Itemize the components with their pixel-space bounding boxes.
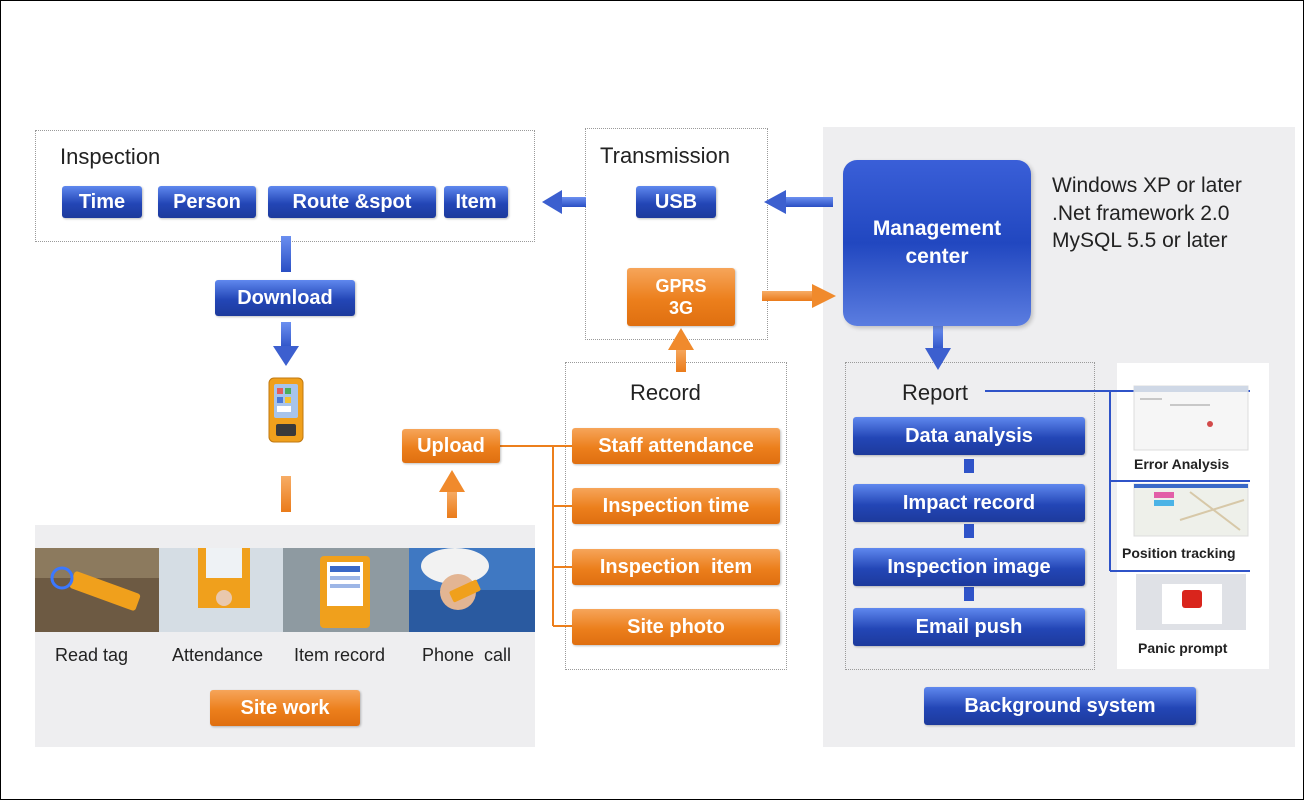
tag-person: Person [158, 186, 256, 218]
arrow-sitework-to-upload [439, 470, 465, 518]
caption-read-tag: Read tag [55, 645, 129, 665]
thumb-panic-prompt [1136, 574, 1246, 630]
arrow-transmission-to-inspection [542, 190, 586, 214]
gprs-3g-label: GPRS 3G [627, 268, 735, 326]
download-label: Download [215, 280, 355, 316]
photo-attendance [159, 548, 283, 632]
usb-label: USB [636, 186, 716, 218]
thumb-position-tracking [1133, 483, 1249, 537]
site-work-label: Site work [210, 690, 360, 726]
management-center: Management center [843, 160, 1031, 326]
record-staff-attendance: Staff attendance [572, 428, 780, 464]
background-system-label: Background system [924, 687, 1196, 725]
inspection-title: Inspection [60, 144, 161, 169]
3g-text: 3G [668, 298, 693, 318]
management-line1: Management [872, 217, 1002, 240]
caption-phone-call: Phone call [422, 645, 512, 665]
record-title: Record [630, 380, 701, 405]
upload-bracket [500, 445, 572, 627]
thumb-label-position-tracking: Position tracking [1122, 545, 1236, 561]
management-line2: center [905, 245, 969, 268]
site-work-photos [35, 548, 535, 632]
record-site-photo: Site photo [572, 609, 780, 645]
requirement-mysql: MySQL 5.5 or later [1052, 229, 1228, 252]
arrow-download-to-device [273, 322, 299, 366]
photo-item-record [283, 548, 409, 632]
caption-attendance: Attendance [172, 645, 264, 665]
record-inspection-item: Inspection item [572, 549, 780, 585]
report-inspection-image: Inspection image [853, 548, 1085, 586]
transmission-title: Transmission [600, 143, 730, 168]
report-email-push: Email push [853, 608, 1085, 646]
upload-label: Upload [402, 429, 500, 463]
gprs-text: GPRS [655, 276, 707, 296]
tag-item: Item [444, 186, 508, 218]
arrow-management-to-usb [764, 190, 833, 214]
report-impact-record: Impact record [853, 484, 1085, 522]
arrow-gprs-to-management [762, 284, 836, 308]
arrow-management-to-report [925, 326, 951, 370]
tag-route-spot: Route &spot [268, 186, 436, 218]
photo-phone-call [409, 548, 535, 632]
arrow-record-to-gprs [668, 328, 694, 372]
caption-item-record: Item record [294, 645, 386, 665]
bar-inspection-download [281, 236, 291, 272]
requirement-windows: Windows XP or later [1052, 174, 1242, 197]
requirement-dotnet: .Net framework 2.0 [1052, 202, 1230, 225]
report-item-connectors [964, 459, 974, 601]
thumb-label-error-analysis: Error Analysis [1134, 456, 1230, 472]
photo-read-tag [35, 548, 159, 632]
handheld-device-icon [268, 377, 304, 443]
thumb-error-analysis [1133, 385, 1249, 451]
report-data-analysis: Data analysis [853, 417, 1085, 455]
report-title: Report [902, 380, 969, 405]
thumb-label-panic-prompt: Panic prompt [1138, 640, 1228, 656]
bar-device-sitework [281, 476, 291, 512]
tag-time: Time [62, 186, 142, 218]
record-inspection-time: Inspection time [572, 488, 780, 524]
